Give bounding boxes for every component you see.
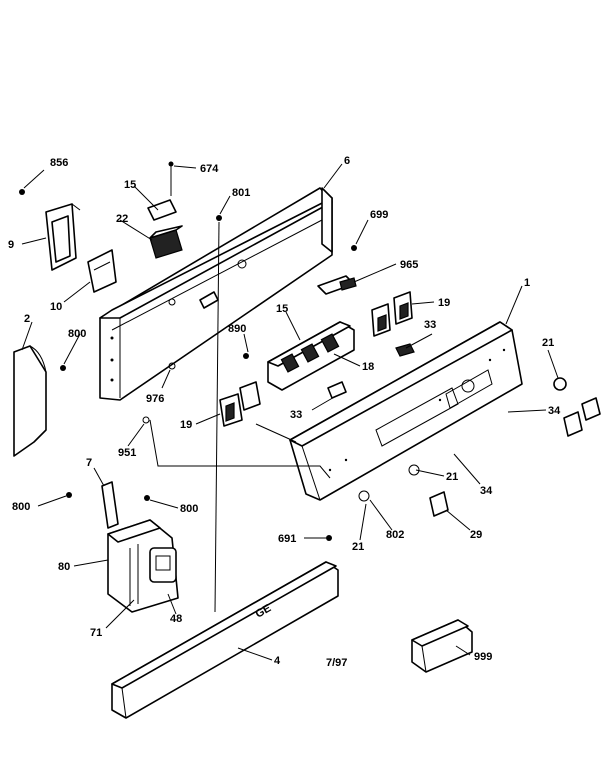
- callout-19: 19: [438, 297, 450, 309]
- part-800-screw-a: [60, 365, 66, 371]
- callout-48: 48: [170, 613, 182, 625]
- callout-951: 951: [118, 447, 136, 459]
- callout-800: 800: [180, 503, 198, 515]
- part-15-spacer: [147, 199, 177, 221]
- callout-6: 6: [344, 155, 350, 167]
- part-80-71-48-clock-assembly: [107, 519, 179, 613]
- part-699-screw: [351, 245, 357, 251]
- part-6-backguard: [99, 187, 333, 401]
- part-33-clip-a: [395, 343, 415, 357]
- date-code: 7/97: [326, 657, 347, 669]
- callout-4: 4: [274, 655, 281, 667]
- part-800-screw-c: [144, 495, 150, 501]
- part-33-clip-b: [327, 381, 347, 399]
- part-19-switch-a: [371, 291, 413, 337]
- callout-800: 800: [12, 501, 30, 513]
- callout-699: 699: [370, 209, 388, 221]
- part-29-knob: [429, 491, 449, 517]
- part-800-screw-b: [66, 492, 72, 498]
- callout-856: 856: [50, 157, 68, 169]
- part-1-control-panel: [289, 321, 523, 502]
- callout-9: 9: [8, 239, 14, 251]
- callout-33: 33: [290, 409, 302, 421]
- callout-18: 18: [362, 361, 374, 373]
- callout-71: 71: [90, 627, 102, 639]
- callout-19: 19: [180, 419, 192, 431]
- part-691-screw: [326, 535, 332, 541]
- callout-80: 80: [58, 561, 70, 573]
- part-10-bracket: [87, 249, 117, 293]
- callout-800: 800: [68, 328, 86, 340]
- callout-965: 965: [400, 259, 418, 271]
- part-22-clip: [149, 225, 183, 259]
- part-856-screw: [19, 189, 25, 195]
- part-2-end-cap: [13, 345, 47, 457]
- callout-691: 691: [278, 533, 296, 545]
- callout-674: 674: [200, 163, 219, 175]
- callout-976: 976: [146, 393, 164, 405]
- callout-21: 21: [352, 541, 364, 553]
- part-976-washer: [168, 362, 176, 370]
- part-34-knob-set: [563, 397, 601, 437]
- callout-7: 7: [86, 457, 92, 469]
- callout-802: 802: [386, 529, 404, 541]
- callout-10: 10: [50, 301, 62, 313]
- callout-15: 15: [124, 179, 136, 191]
- part-890-screw: [243, 353, 249, 359]
- part-951-washer: [142, 416, 150, 424]
- callout-22: 22: [116, 213, 128, 225]
- callout-890: 890: [228, 323, 246, 335]
- callout-33: 33: [424, 319, 436, 331]
- callout-29: 29: [470, 529, 482, 541]
- part-7-bracket: [101, 481, 119, 529]
- callout-21: 21: [542, 337, 554, 349]
- part-21-knob-a: [553, 377, 567, 391]
- callout-999: 999: [474, 651, 492, 663]
- part-19-switch-b: [219, 381, 261, 427]
- part-965-bracket: [317, 275, 357, 295]
- part-9-bracket: [45, 203, 81, 271]
- callout-1: 1: [524, 277, 530, 289]
- part-674-screw: [168, 161, 174, 196]
- callout-15: 15: [276, 303, 288, 315]
- callout-2: 2: [24, 313, 30, 325]
- callout-34: 34: [548, 405, 561, 417]
- part-999-kit-box: [411, 619, 473, 673]
- callout-801: 801: [232, 187, 250, 199]
- part-18-switch-block: [267, 321, 355, 391]
- callout-34: 34: [480, 485, 493, 497]
- part-4-trim: GE: [111, 561, 339, 719]
- part-801-screw: [216, 215, 222, 221]
- callout-21: 21: [446, 471, 458, 483]
